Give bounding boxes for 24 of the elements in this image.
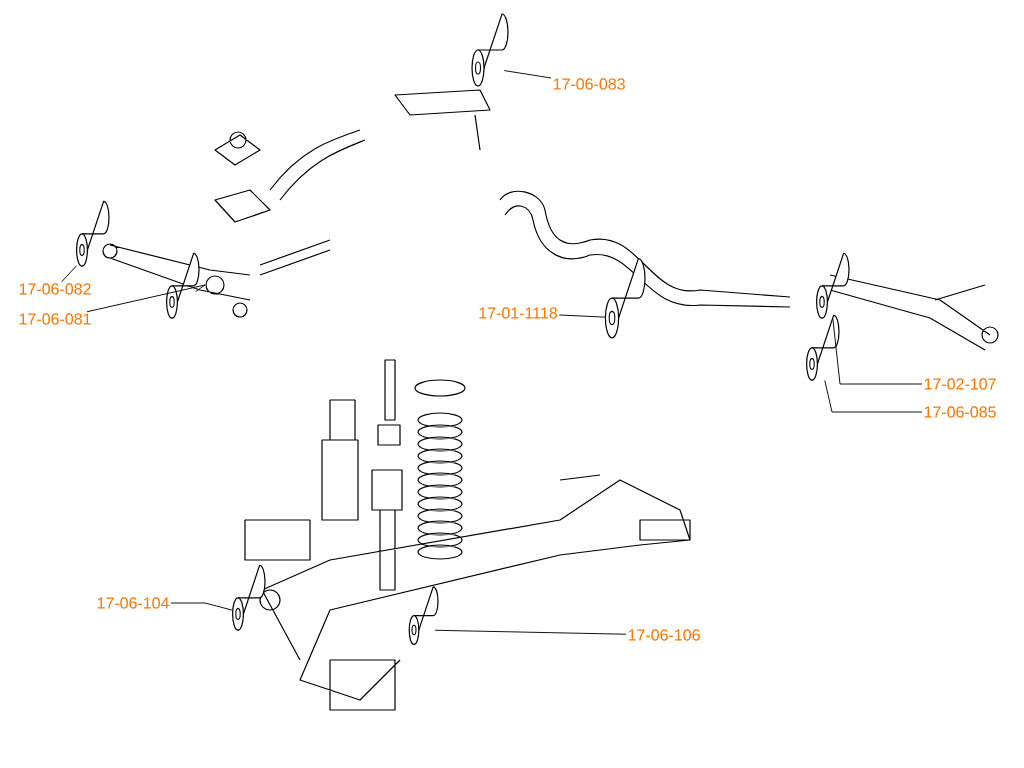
bushing-drawing <box>166 252 200 319</box>
part-number: 17-06-106 <box>628 629 700 641</box>
part-number: 17-01-1118 <box>479 307 558 319</box>
part-number: 17-06-083 <box>553 78 625 90</box>
part-number: 17-06-104 <box>97 597 169 609</box>
part-number: 17-02-107 <box>924 378 996 390</box>
bushing-drawing <box>604 258 646 339</box>
bushing-drawing <box>408 586 439 645</box>
bushing-drawing <box>232 564 266 631</box>
leader-line <box>434 629 627 635</box>
bushing-drawing <box>76 200 110 267</box>
leader-line <box>61 265 77 283</box>
bushing-drawing <box>806 314 840 381</box>
part-number: 17-06-081 <box>19 313 91 325</box>
part-number: 17-06-082 <box>19 283 91 295</box>
bushing-drawing <box>816 252 850 319</box>
leader-line <box>558 314 606 318</box>
leader-line <box>86 284 206 313</box>
leader-line <box>503 70 552 79</box>
part-number: 17-06-085 <box>924 406 996 418</box>
bushing-drawing <box>471 13 509 87</box>
leader-line <box>170 602 233 611</box>
leader-line <box>824 380 923 413</box>
leader-line <box>832 318 923 385</box>
